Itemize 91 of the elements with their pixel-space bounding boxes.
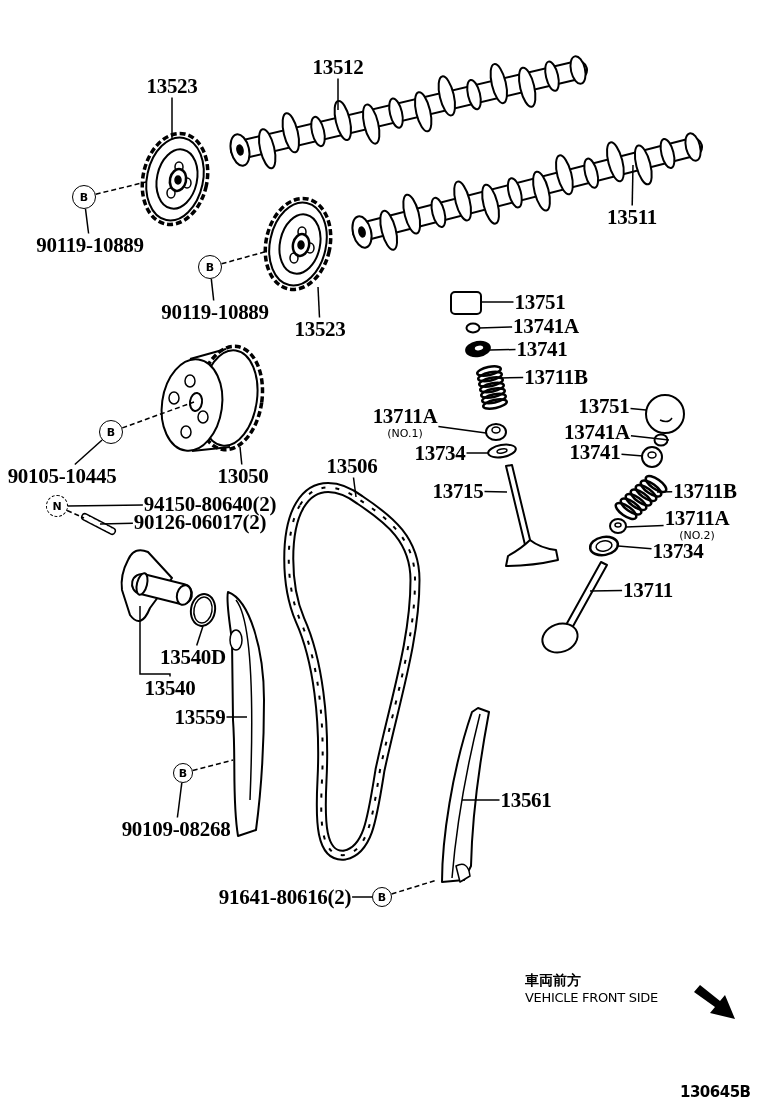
callout-circle: B	[372, 887, 392, 907]
leader-line	[337, 77, 339, 111]
part-number: 13741A	[513, 315, 579, 337]
leader-line	[171, 96, 173, 140]
part-number: 13050	[217, 465, 269, 487]
leader-line	[210, 278, 215, 302]
part-number: 94150-80640(2)	[143, 493, 277, 515]
retainer-drawing	[464, 340, 492, 358]
part-number: 13559	[174, 706, 226, 728]
keeper-drawing	[465, 322, 481, 334]
valve-seal-drawing	[486, 443, 518, 459]
leader-line	[631, 164, 634, 207]
dashed-leader-line	[121, 401, 195, 429]
part-number: 13506	[326, 455, 378, 477]
lifter-drawing	[644, 393, 686, 435]
leader-line	[483, 490, 508, 493]
leader-line	[99, 522, 134, 525]
callout-circle: B	[173, 763, 193, 783]
part-number: 13715	[432, 480, 484, 502]
stud-drawing	[78, 511, 118, 537]
leader-line	[617, 545, 653, 550]
keeper-drawing	[653, 433, 669, 447]
lifter-drawing	[449, 290, 483, 316]
spring-seat-drawing	[608, 517, 628, 535]
part-number: 13751	[578, 395, 630, 417]
part-number: 13734	[414, 442, 466, 464]
part-number: 13711A	[664, 507, 730, 529]
part-number: 13711B	[524, 366, 588, 388]
callout-circle: N	[46, 495, 68, 517]
leader-line	[225, 716, 248, 718]
leader-line	[465, 452, 490, 454]
dashed-leader-line	[94, 181, 147, 195]
leader-line	[176, 782, 183, 819]
leader-line	[620, 453, 644, 457]
leader-line	[478, 326, 513, 329]
leader-line	[629, 407, 647, 411]
leader-line	[139, 605, 171, 678]
part-number: 13711A	[372, 405, 438, 427]
dashed-leader-line	[191, 759, 234, 772]
leader-line	[195, 625, 204, 647]
leader-line	[437, 425, 487, 434]
leader-line	[489, 348, 517, 351]
leader-line	[481, 301, 515, 303]
leader-line	[589, 589, 623, 592]
leader-line	[352, 476, 357, 498]
part-number: 13711B	[673, 480, 737, 502]
leader-line	[84, 208, 90, 235]
part-number: 13741	[569, 441, 621, 463]
leader-line	[461, 799, 501, 801]
part-number: 13511	[607, 206, 657, 228]
part-number: 13540	[144, 677, 196, 699]
part-number: 13711	[623, 579, 673, 601]
note-text: (NO.1)	[386, 427, 424, 439]
leader-line	[74, 439, 103, 466]
leader-line	[625, 524, 665, 528]
dashed-leader-line	[390, 879, 438, 895]
callout-circle: B	[198, 255, 222, 279]
part-number: 90119-10889	[36, 234, 144, 256]
valve-seal-drawing	[588, 535, 620, 557]
leader-line	[351, 896, 373, 898]
callout-circle: B	[99, 420, 123, 444]
leader-line	[499, 376, 524, 379]
leader-line	[67, 504, 144, 507]
leader-line	[630, 435, 670, 441]
note-text: (NO.2)	[678, 529, 716, 541]
o-ring-drawing	[188, 592, 218, 628]
part-number: 13512	[312, 56, 364, 78]
valve-drawing	[538, 558, 610, 654]
valve-spring-drawing	[474, 364, 508, 408]
leader-line	[656, 490, 673, 493]
note-text: 車両前方	[525, 972, 581, 990]
part-number: 13751	[514, 291, 566, 313]
leader-line	[239, 446, 243, 466]
part-number: 13741A	[564, 421, 630, 443]
callout-circle: B	[72, 185, 96, 209]
retainer-drawing	[640, 445, 664, 469]
part-number: 13734	[652, 540, 704, 562]
dashed-leader-line	[66, 509, 85, 519]
part-number: 13561	[500, 789, 552, 811]
part-number: 13523	[294, 318, 346, 340]
figure-code: 130645B	[680, 1083, 751, 1101]
part-number: 13741	[516, 338, 568, 360]
part-number: 90119-10889	[161, 301, 269, 323]
part-number: 13540D	[160, 646, 226, 668]
leader-line	[317, 286, 321, 319]
note-text: VEHICLE FRONT SIDE	[525, 990, 658, 1005]
part-number: 91641-80616(2)	[218, 886, 352, 908]
part-number: 90109-08268	[121, 818, 231, 840]
part-number: 90105-10445	[7, 465, 117, 487]
part-number: 13523	[146, 75, 198, 97]
spring-seat-drawing	[484, 422, 508, 442]
